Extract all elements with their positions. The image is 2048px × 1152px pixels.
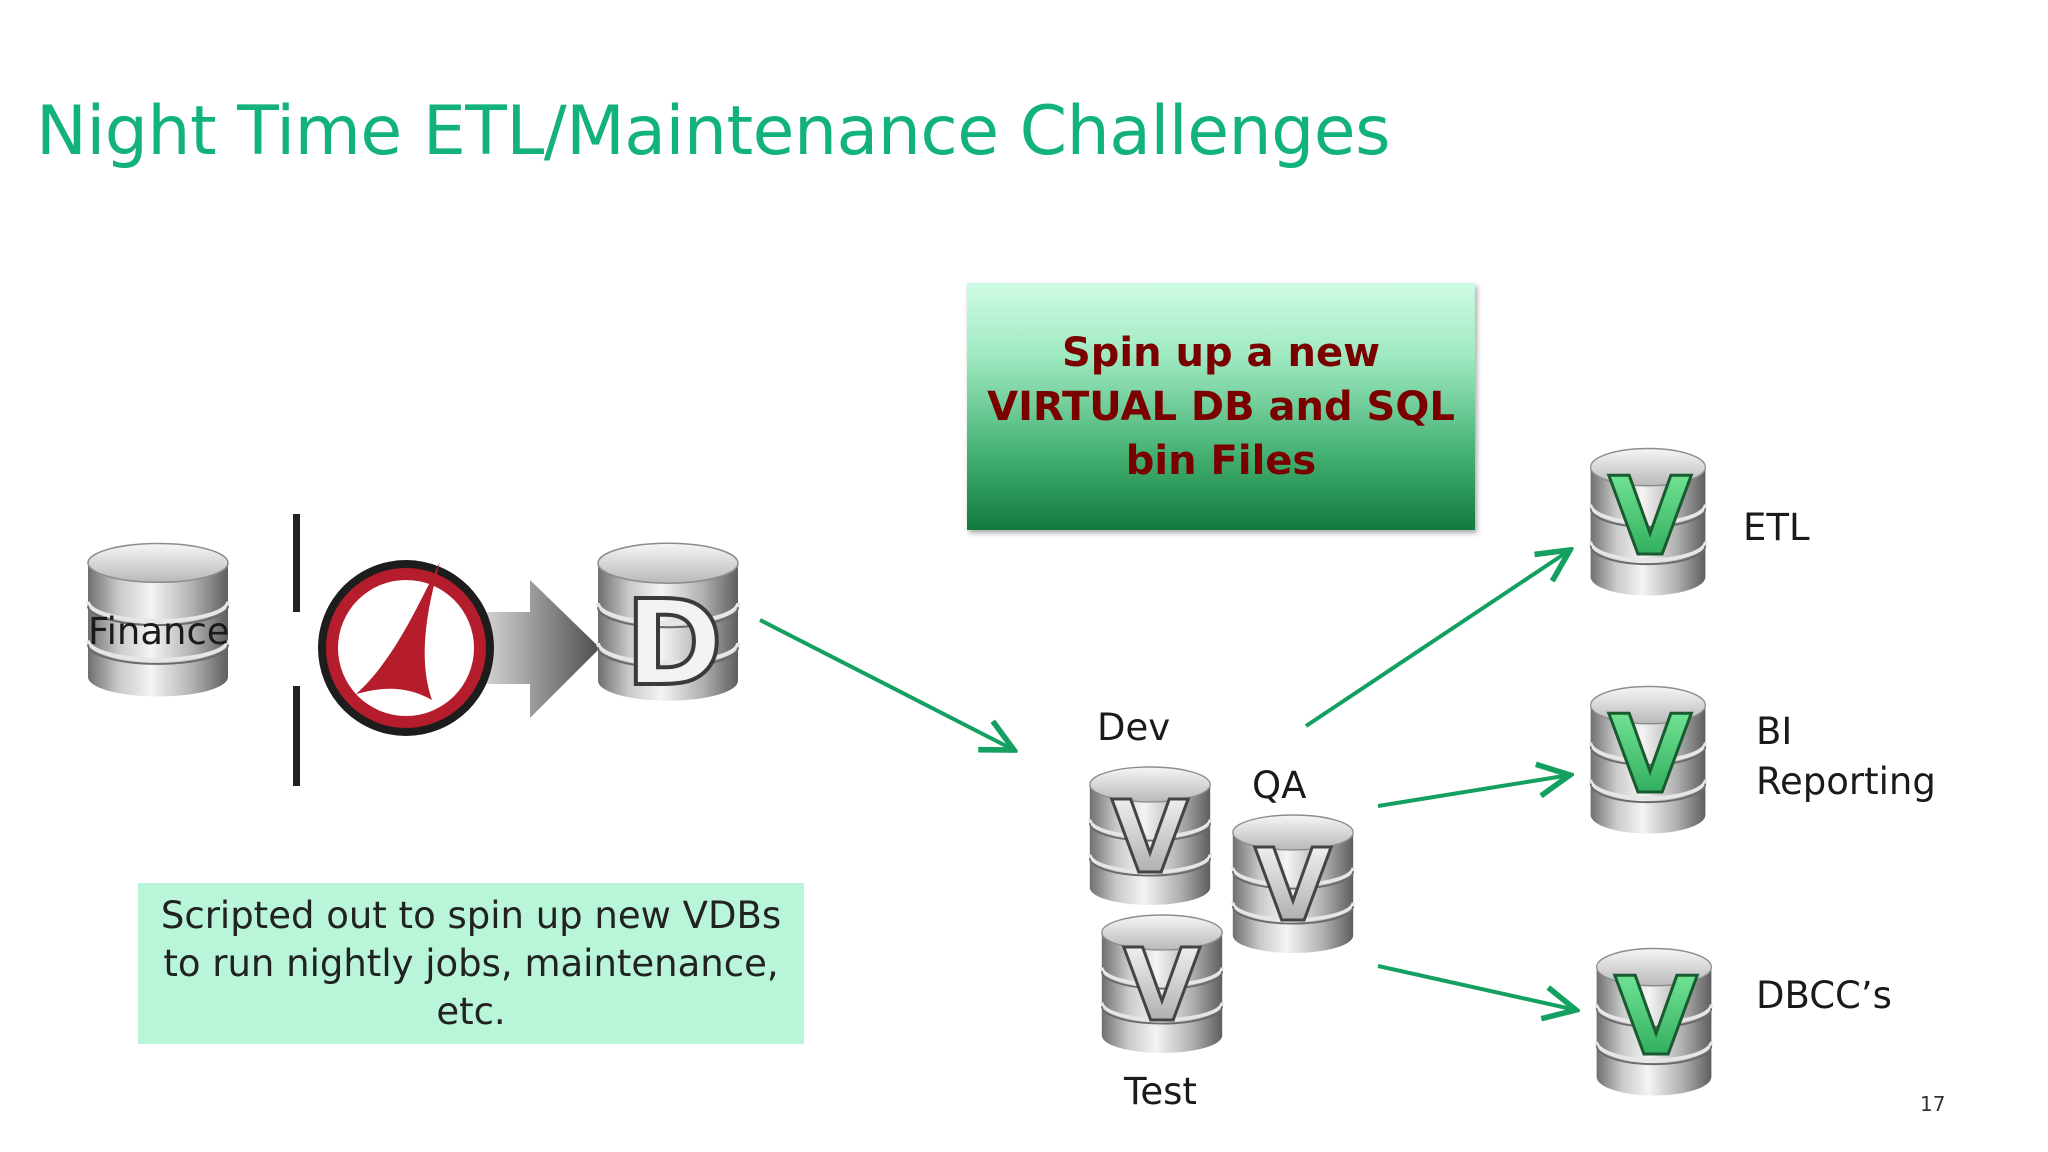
delphix-letter: D [625,574,723,712]
slide-title: Night Time ETL/Maintenance Challenges [36,92,1391,171]
bi-label-line-2: Reporting [1756,760,1936,803]
separator-bottom [293,686,300,786]
arrow-to-dbcc [1377,964,1576,1010]
page-number: 17 [1920,1092,1946,1116]
callout-line-2: VIRTUAL DB and SQL [987,383,1455,430]
dbcc-v-letter: V [1614,955,1698,1080]
qa-v-letter: V [1254,827,1331,944]
test-label: Test [1124,1070,1197,1113]
dev-v-letter: V [1111,779,1188,896]
gray-arrow-icon [470,580,600,718]
etl-label: ETL [1743,506,1810,549]
note-line-1: Scripted out to spin up new VDBs [160,893,782,937]
finance-label: Finance [88,610,230,653]
test-v-letter: V [1123,927,1200,1044]
bi-label-line-1: BI [1756,710,1793,753]
arrow-to-bi [1377,775,1570,808]
scripted-note-box: Scripted out to spin up new VDBs to run … [138,883,804,1044]
separator-top [293,514,300,612]
arrow-to-env [759,618,1014,750]
spin-up-callout: Spin up a new VIRTUAL DB and SQL bin Fil… [967,283,1475,530]
note-line-2: to run nightly jobs, maintenance, [163,941,779,985]
callout-line-1: Spin up a new [1061,329,1381,376]
delphix-logo-icon [318,560,494,736]
dbcc-label: DBCC’s [1756,974,1892,1017]
qa-label: QA [1252,764,1307,807]
dev-label: Dev [1097,706,1171,749]
note-line-3: etc. [436,989,506,1033]
bi-v-letter: V [1608,693,1692,818]
arrow-to-etl [1304,550,1570,728]
callout-line-3: bin Files [1125,437,1317,484]
etl-v-letter: V [1608,455,1692,580]
